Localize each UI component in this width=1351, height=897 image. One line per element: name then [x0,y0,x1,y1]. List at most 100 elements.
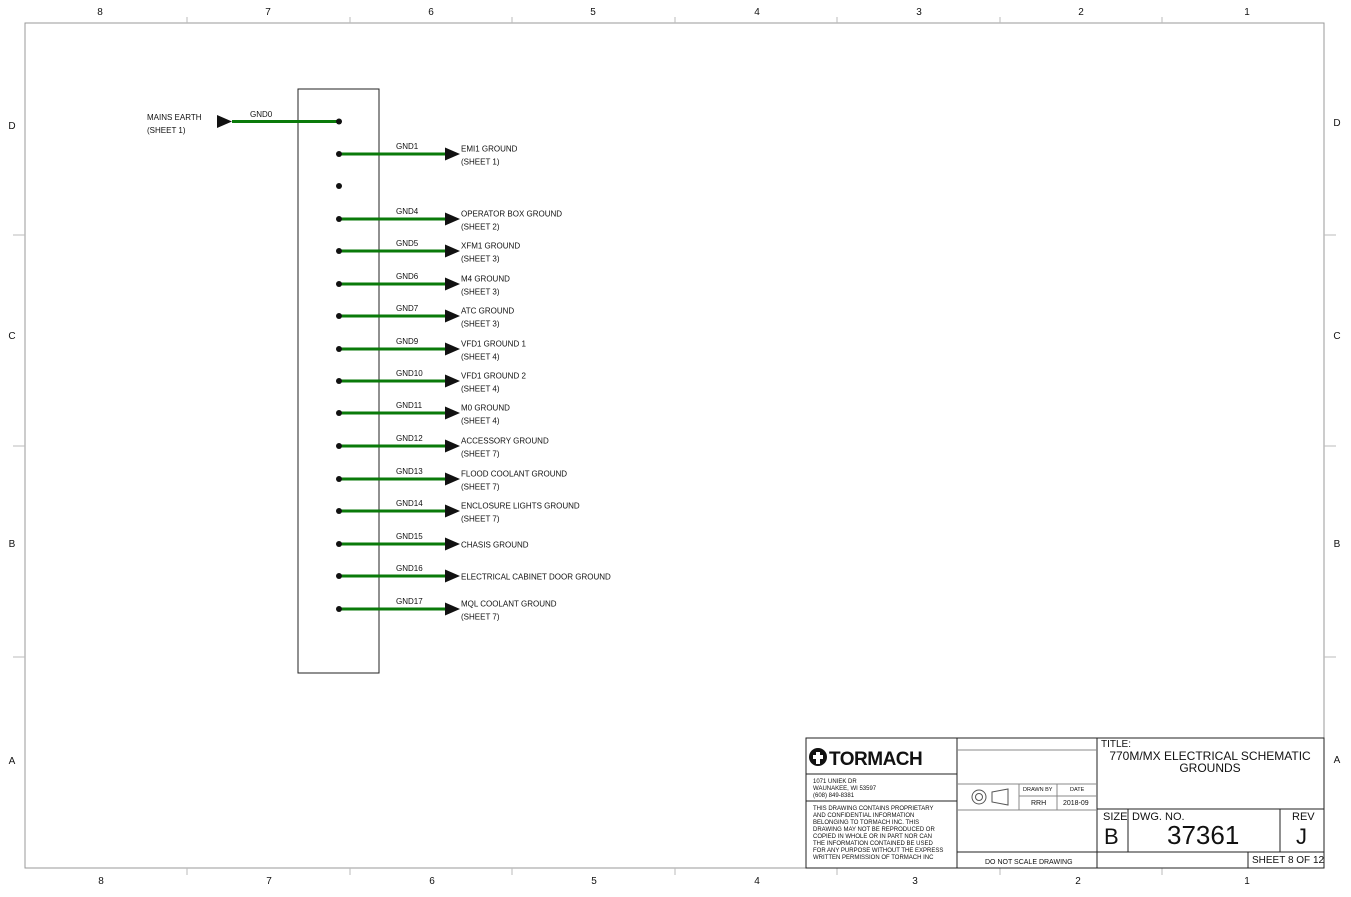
junction-dot [336,378,342,384]
net-label-gnd0: GND0 [250,110,273,119]
off-sheet-arrow-icon [445,406,460,420]
ground-destination-label: M0 GROUND [461,404,510,413]
net-label: GND9 [396,337,419,346]
net-label: GND1 [396,142,419,151]
sheet-reference: (SHEET 7) [461,515,500,524]
notice-line: THIS DRAWING CONTAINS PROPRIETARY [813,806,933,812]
do-not-scale-note: DO NOT SCALE DRAWING [985,859,1073,866]
off-sheet-arrow-icon [445,537,460,551]
logo-text: TORMACH [829,749,922,770]
address-line: (608) 849-8381 [813,793,855,799]
sheet-reference: (SHEET 4) [461,385,500,394]
junction-dot [336,541,342,547]
net-label: GND7 [396,304,419,313]
sheet-reference: (SHEET 2) [461,223,500,232]
junction-dot [336,281,342,287]
ground-destination-label: ACCESSORY GROUND [461,437,549,446]
ground-destination-label: CHASIS GROUND [461,541,529,550]
title-label: TITLE: [1101,739,1131,750]
zone-column-label: 7 [265,7,271,18]
ground-destination-label: FLOOD COOLANT GROUND [461,470,567,479]
sheet-reference: (SHEET 7) [461,450,500,459]
sheet-reference: (SHEET 7) [461,483,500,492]
zone-column-label: 3 [916,7,922,18]
tormach-logo: TORMACH [809,748,923,770]
ground-destination-label: ENCLOSURE LIGHTS GROUND [461,502,580,511]
net-label: GND4 [396,207,419,216]
zone-column-label: 7 [266,876,272,887]
notice-line: COPIED IN WHOLE OR IN PART NOR CAN [813,834,932,840]
zone-row-label: B [9,539,16,550]
ground-destination-label: XFM1 GROUND [461,242,520,251]
zone-column-label: 5 [590,7,596,18]
zone-column-label: 2 [1075,876,1081,887]
zone-column-label: 5 [591,876,597,887]
net-label: GND17 [396,597,423,606]
junction-dot [336,476,342,482]
drawn-by-label: DRAWN BY [1023,787,1053,793]
off-sheet-arrow-icon [445,212,460,226]
ground-destination-label: MQL COOLANT GROUND [461,600,557,609]
date-value: 2018-09 [1063,800,1089,807]
drawing-frame [13,17,1336,875]
ground-destination-label: ATC GROUND [461,307,514,316]
net-label: GND13 [396,467,423,476]
zone-column-label: 4 [754,876,760,887]
zone-column-label: 3 [912,876,918,887]
zone-row-label: D [1333,118,1340,129]
net-label: GND14 [396,499,423,508]
ground-row-gnd14: GND14 ENCLOSURE LIGHTS GROUND (SHEET 7) [336,499,580,524]
junction-dot [336,346,342,352]
off-sheet-arrow-icon [445,472,460,486]
off-sheet-arrow-icon [445,374,460,388]
ground-destination-label: OPERATOR BOX GROUND [461,210,562,219]
zone-column-label: 8 [98,876,104,887]
sheet-reference: (SHEET 3) [461,255,500,264]
drawing-title-line1: 770M/MX ELECTRICAL SCHEMATIC [1109,749,1311,763]
date-label: DATE [1070,787,1085,793]
dwg-no-label: DWG. NO. [1132,811,1185,823]
drawing-title-line2: GROUNDS [1179,761,1240,775]
net-label: GND16 [396,564,423,573]
zone-column-label: 6 [429,876,435,887]
drawn-by-value: RRH [1031,800,1046,807]
address-line: WAUNAKEE, WI 53597 [813,786,877,792]
net-label: GND11 [396,401,423,410]
off-sheet-arrow-icon [445,244,460,258]
notice-line: THE INFORMATION CONTAINED BE USED [813,841,933,847]
net-label: GND10 [396,369,423,378]
sheet-number: SHEET 8 OF 12 [1252,855,1325,866]
net-label: GND6 [396,272,419,281]
off-sheet-arrow-icon [445,569,460,583]
junction-dot-unused [336,183,342,189]
junction-dot [336,248,342,254]
zone-row-label: D [8,121,15,132]
off-sheet-arrow-icon [445,277,460,291]
junction-dot [336,313,342,319]
junction-dot [336,216,342,222]
size-label: SIZE [1103,811,1127,823]
off-sheet-arrow-icon [445,147,460,161]
junction-dot [336,573,342,579]
zone-row-label: C [1333,331,1340,342]
zone-row-label: A [1334,755,1341,766]
dwg-no-value: 37361 [1167,820,1239,850]
junction-dot [336,606,342,612]
ground-destination-label: ELECTRICAL CABINET DOOR GROUND [461,573,611,582]
junction-dot [336,151,342,157]
notice-line: DRAWING MAY NOT BE REPRODUCED OR [813,827,935,833]
